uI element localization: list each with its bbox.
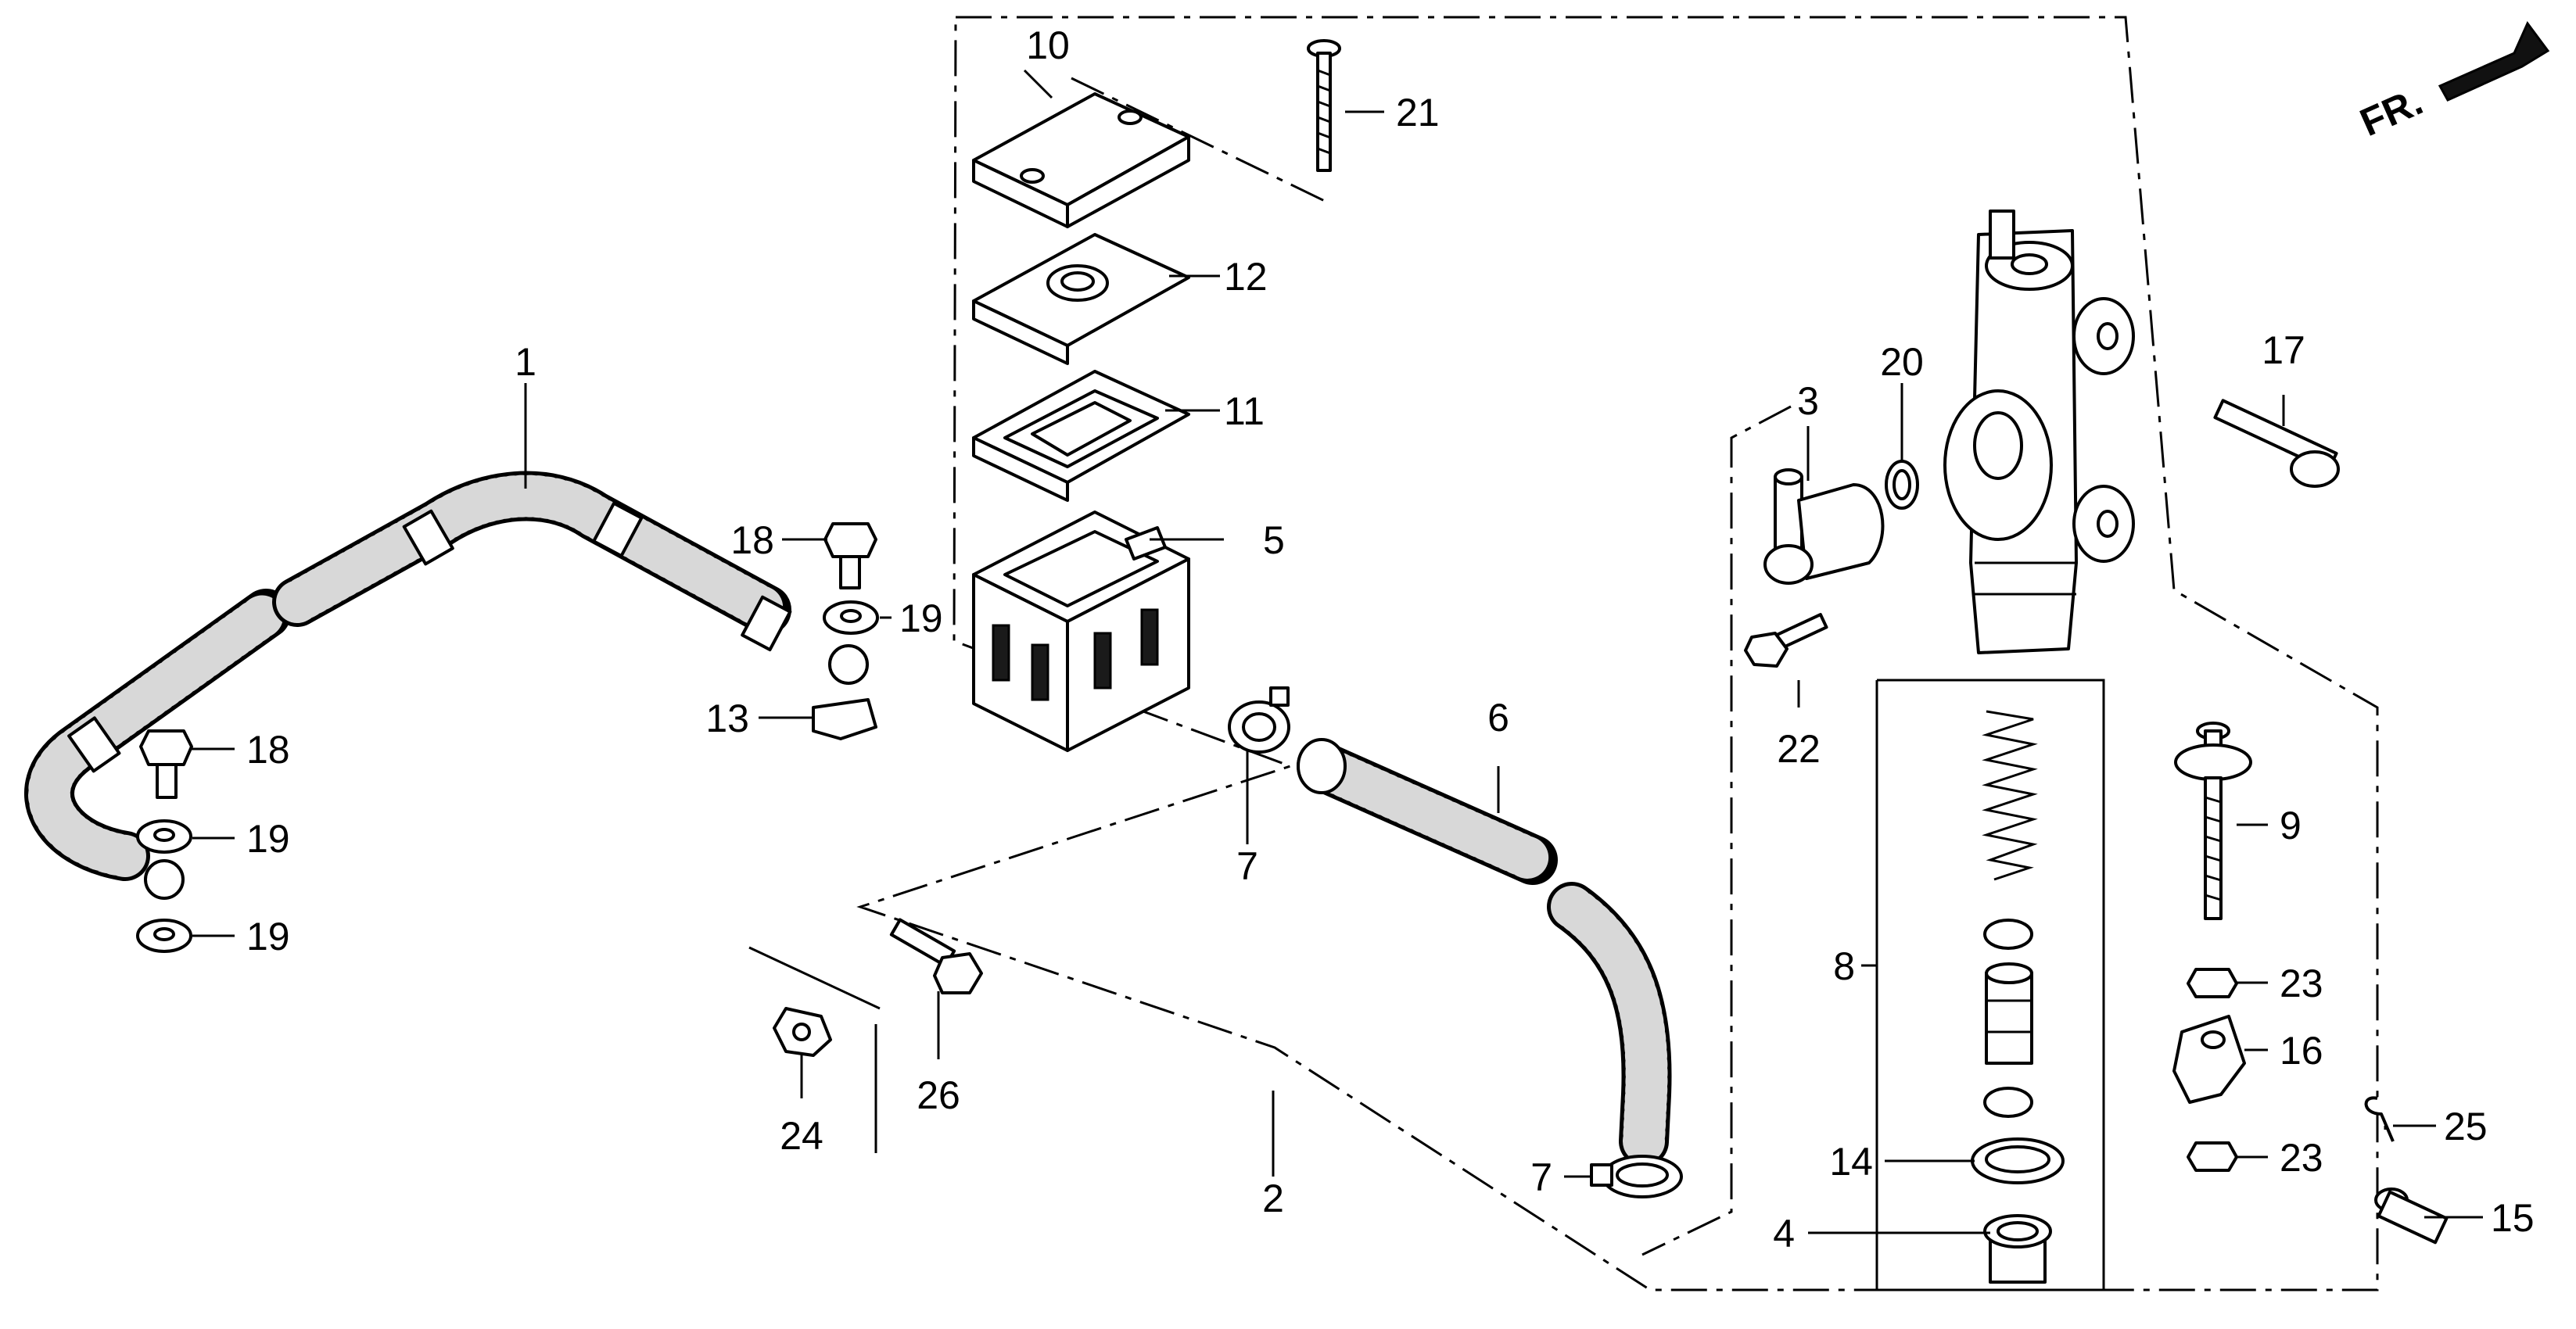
callout-sealing-washer-upper: 19 [899, 596, 943, 640]
callout-hose-clip-upper: 7 [1236, 844, 1258, 888]
callout-diaphragm-plate: 12 [1224, 255, 1268, 299]
callout-flange-bolt: 26 [917, 1073, 960, 1117]
callout-joint-pin: 15 [2491, 1196, 2535, 1240]
sealing-washer-upper [823, 600, 879, 635]
oil-bolt-lower [139, 729, 193, 799]
callout-sealing-washer-lower: 19 [246, 915, 290, 958]
piston-parts [1983, 919, 2033, 1118]
joint-pin [2374, 1188, 2449, 1245]
callout-cotter-pin: 25 [2444, 1105, 2488, 1148]
flange-bolt [889, 918, 983, 994]
lock-nut-upper [2187, 968, 2238, 998]
mounting-bolt [2213, 399, 2340, 488]
cap-screw [1307, 39, 1341, 172]
sealing-washer-middle [136, 819, 192, 854]
callout-push-rod-joint: 16 [2280, 1029, 2323, 1073]
hose-clip-lower [1590, 1155, 1683, 1198]
oil-bolt-upper [823, 522, 877, 589]
push-rod [2174, 722, 2252, 920]
callout-sealing-washer-middle: 19 [246, 817, 290, 861]
hose-clip-upper [1228, 686, 1290, 754]
callout-piston-set: 8 [1833, 944, 1855, 988]
sealing-washer-lower [136, 919, 192, 953]
callout-cap-screw: 21 [1396, 91, 1440, 134]
part-callouts: 1 2 3 4 5 6 7 7 8 9 10 11 12 13 14 15 16… [246, 23, 2535, 1256]
callout-oil-bolt-upper: 18 [730, 518, 774, 562]
leader-lines [192, 69, 2483, 1234]
callout-o-ring: 20 [1880, 340, 1924, 384]
front-direction-label: FR. [2354, 79, 2429, 145]
callout-hose-clamp: 13 [705, 697, 749, 740]
circlip [1971, 1137, 2065, 1184]
callout-reservoir-hose: 6 [1487, 696, 1509, 740]
callout-rear-brake-hose: 1 [515, 340, 536, 384]
callout-flange-nut: 24 [780, 1114, 823, 1158]
master-cylinder-body [1943, 210, 2135, 654]
callout-push-rod: 9 [2280, 804, 2302, 847]
nut-bracket-lines [748, 946, 881, 1153]
callout-reservoir: 5 [1263, 518, 1285, 562]
callout-oil-bolt-lower: 18 [246, 728, 290, 772]
callout-reservoir-cap: 10 [1026, 23, 1070, 67]
callout-circlip: 14 [1829, 1140, 1873, 1184]
lock-nut-lower [2187, 1141, 2238, 1172]
callout-hose-clip-lower: 7 [1530, 1155, 1552, 1199]
callout-master-cylinder-assembly: 2 [1262, 1177, 1284, 1220]
diaphragm-plate [972, 233, 1190, 365]
callout-bushing: 4 [1773, 1212, 1795, 1256]
rear-brake-hose [24, 471, 869, 900]
callout-lock-nut-upper: 23 [2280, 962, 2323, 1005]
reservoir-cap [972, 92, 1190, 228]
assembly-boundary [856, 16, 2379, 1291]
cotter-pin [2364, 1096, 2395, 1142]
callout-diaphragm: 11 [1224, 389, 1265, 433]
o-ring [1885, 460, 1919, 510]
callout-mounting-bolt: 17 [2262, 328, 2305, 372]
push-rod-joint [2172, 1015, 2246, 1104]
reservoir-hose [1297, 738, 1672, 1166]
hose-joint [1763, 468, 1885, 585]
piston-spring [1982, 710, 2038, 881]
hose-clamp [812, 698, 877, 740]
reservoir [972, 510, 1190, 752]
callout-joint-screw: 22 [1777, 727, 1821, 771]
callout-hose-joint: 3 [1797, 379, 1819, 423]
callout-lock-nut-lower: 23 [2280, 1136, 2323, 1180]
piston-set-bracket [1875, 679, 2105, 1291]
bushing [1983, 1214, 2052, 1284]
front-direction-arrow: FR. [2354, 21, 2550, 145]
flange-nut [773, 1007, 832, 1057]
joint-screw [1744, 613, 1828, 668]
diaphragm [972, 370, 1190, 502]
